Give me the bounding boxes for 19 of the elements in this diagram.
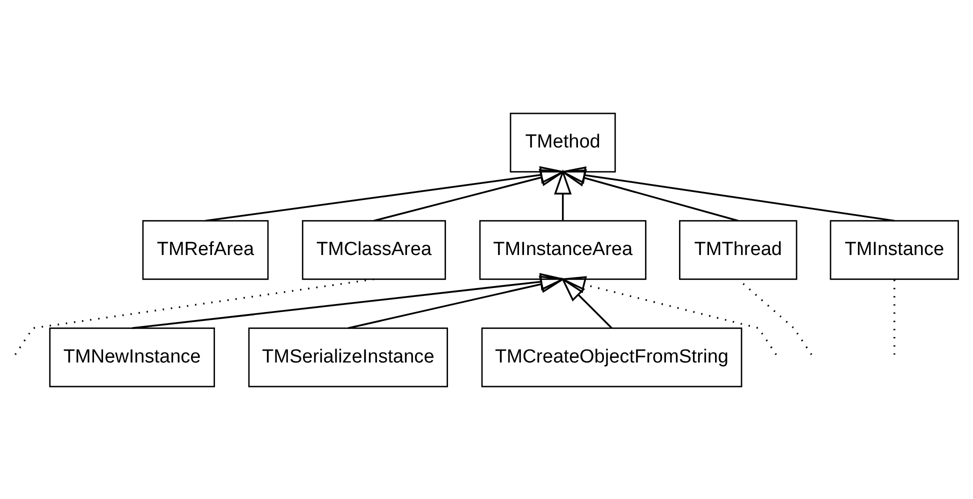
node-box: TMCreateObjectFromString bbox=[481, 326, 742, 387]
node-box: TMRefArea bbox=[142, 220, 269, 280]
arrow bbox=[560, 276, 777, 355]
node-box: TMClassArea bbox=[302, 220, 446, 280]
arrow bbox=[554, 168, 572, 220]
node-box: TMInstance bbox=[830, 220, 959, 280]
arrow bbox=[560, 168, 738, 222]
node-box: TMInstanceArea bbox=[479, 220, 646, 280]
arrow bbox=[560, 166, 895, 222]
node-box: TMThread bbox=[679, 220, 798, 280]
arrow bbox=[205, 166, 566, 222]
node-box: TMNewInstance bbox=[49, 326, 215, 387]
node-box: TMethod bbox=[510, 112, 616, 172]
arrow bbox=[560, 276, 612, 328]
node-box: TMSerializeInstance bbox=[248, 326, 448, 387]
arrow bbox=[374, 168, 566, 222]
arrow bbox=[348, 275, 566, 328]
arrow bbox=[132, 272, 566, 329]
connector bbox=[14, 278, 374, 355]
